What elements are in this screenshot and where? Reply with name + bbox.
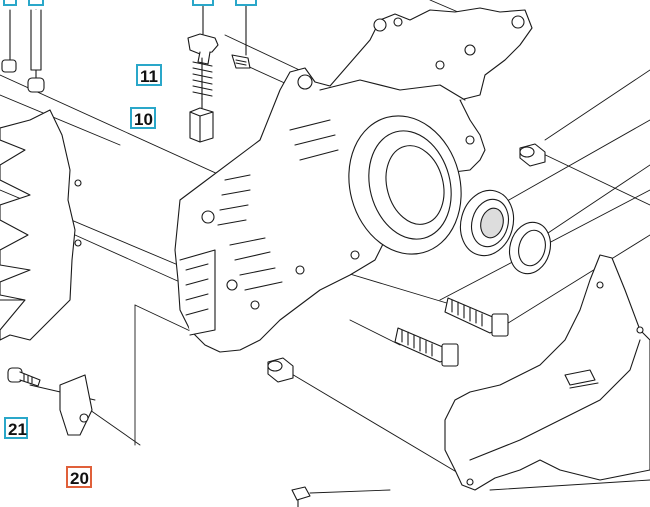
right-gasket xyxy=(444,254,650,491)
callout-part-10[interactable]: 10 xyxy=(130,107,156,129)
bearing xyxy=(459,189,515,257)
screw-top-left xyxy=(1,9,17,73)
callout-top-stub-2[interactable] xyxy=(28,0,44,6)
seal-ring xyxy=(508,221,552,275)
block-part xyxy=(189,97,214,143)
callout-part-11[interactable]: 11 xyxy=(136,64,162,86)
crankcase xyxy=(174,7,533,353)
bolt-lower xyxy=(394,327,459,367)
callout-top-stub-3[interactable] xyxy=(192,0,214,6)
callout-top-stub-4[interactable] xyxy=(235,0,257,6)
adjuster-screw xyxy=(231,0,251,69)
callout-top-stub-1[interactable] xyxy=(3,0,17,6)
bolt-upper xyxy=(444,297,509,337)
screw-top-left-2 xyxy=(27,9,45,93)
left-gasket xyxy=(0,109,82,341)
bottom-clip xyxy=(291,486,311,507)
callout-part-21[interactable]: 21 xyxy=(4,417,28,439)
bracket-20 xyxy=(59,374,93,436)
sleeve-upper xyxy=(519,143,546,167)
sleeve-lower xyxy=(267,357,294,383)
spring xyxy=(192,57,213,101)
callout-part-20[interactable]: 20 xyxy=(66,466,92,488)
pivot-lever xyxy=(187,0,219,65)
screw-21 xyxy=(7,367,41,387)
